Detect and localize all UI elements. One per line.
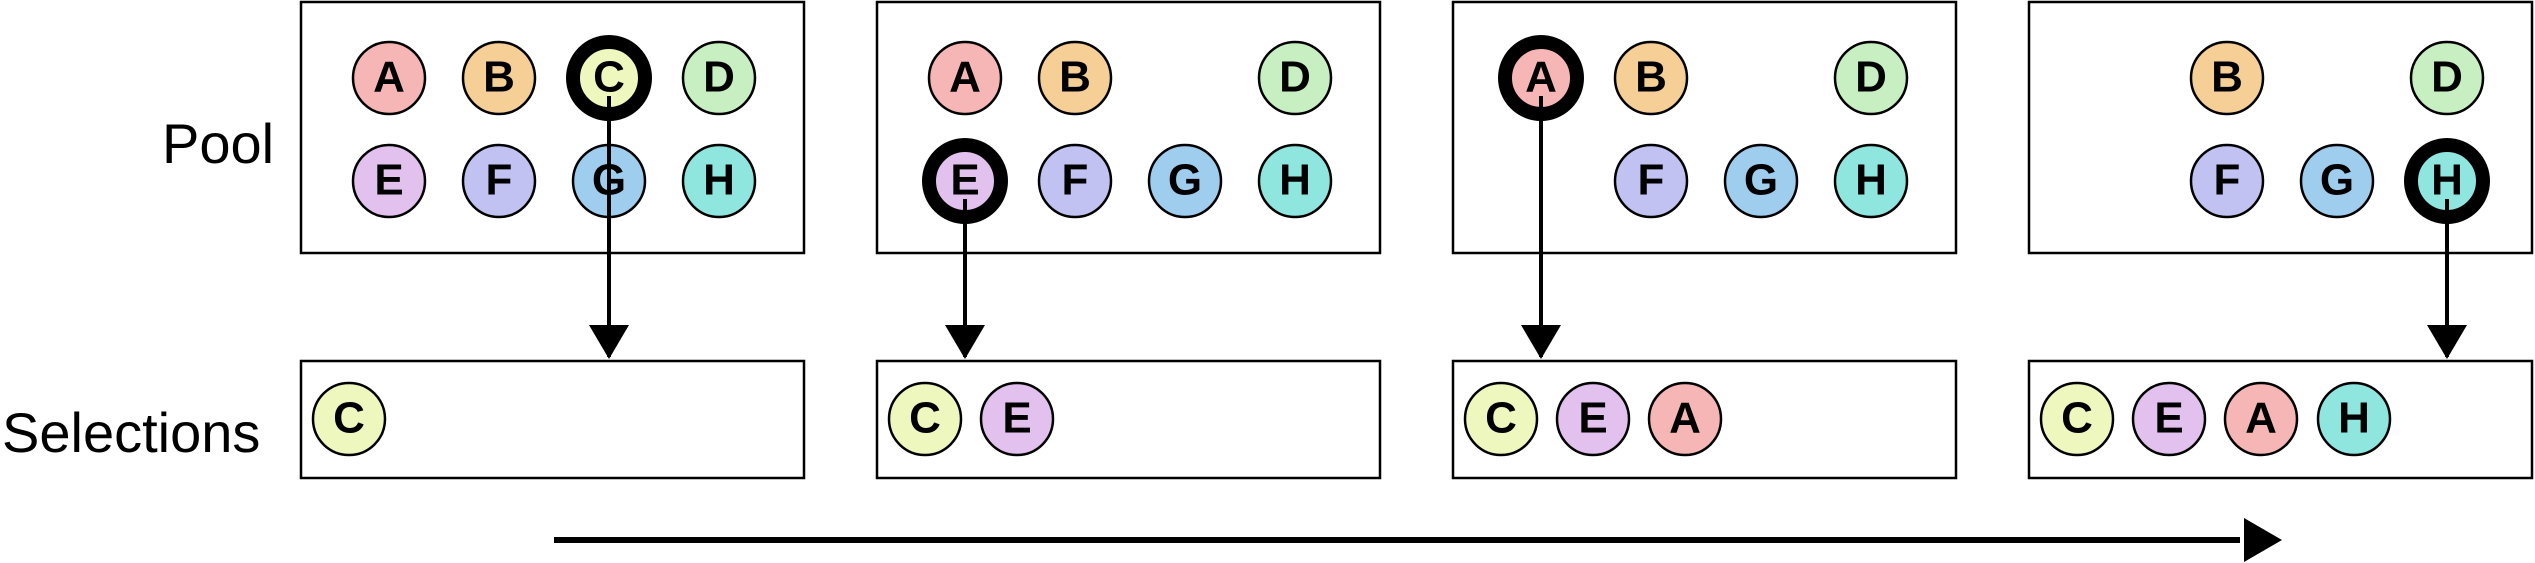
pool-ball: G bbox=[2299, 143, 2375, 219]
ball-letter: B bbox=[483, 53, 515, 102]
ball-letter: F bbox=[1062, 156, 1089, 205]
selections-row-label: Selections bbox=[2, 401, 260, 464]
pool-ball: D bbox=[1257, 40, 1333, 116]
ball-letter: E bbox=[2154, 394, 2183, 443]
ball-letter: C bbox=[1485, 394, 1517, 443]
pool-ball: H bbox=[1833, 143, 1909, 219]
selections-box bbox=[299, 359, 806, 480]
ball-letter: E bbox=[374, 156, 403, 205]
pool-box bbox=[299, 0, 806, 255]
ball-letter: F bbox=[486, 156, 513, 205]
pool-ball: D bbox=[2409, 40, 2485, 116]
selection-ball: E bbox=[979, 381, 1055, 457]
pool-ball-picked: A bbox=[1498, 35, 1584, 121]
ball-letter: G bbox=[1168, 156, 1202, 205]
ball-letter: A bbox=[2245, 394, 2277, 443]
ball-letter: A bbox=[949, 53, 981, 102]
ball-letter: E bbox=[1578, 394, 1607, 443]
pool-ball: G bbox=[1147, 143, 1223, 219]
pool-ball: F bbox=[1613, 143, 1689, 219]
ball-letter: E bbox=[1002, 394, 1031, 443]
ball-letter: D bbox=[2431, 53, 2463, 102]
pool-ball: F bbox=[1037, 143, 1113, 219]
pool-ball-picked: H bbox=[2404, 138, 2490, 224]
selections-box bbox=[1451, 359, 1958, 480]
ball-letter: C bbox=[2061, 394, 2093, 443]
selections-box bbox=[2027, 359, 2534, 480]
ball-letter: G bbox=[1744, 156, 1778, 205]
step-4: B D F G H C E A H bbox=[2027, 0, 2534, 480]
time-arrow bbox=[554, 518, 2282, 562]
selection-ball: E bbox=[2131, 381, 2207, 457]
pool-box bbox=[875, 0, 1382, 255]
selection-ball: C bbox=[2039, 381, 2115, 457]
pool-box bbox=[2027, 0, 2534, 255]
pool-ball: F bbox=[2189, 143, 2265, 219]
pool-ball: A bbox=[927, 40, 1003, 116]
ball-letter: H bbox=[1279, 156, 1311, 205]
pool-ball: D bbox=[1833, 40, 1909, 116]
selection-arrowhead bbox=[945, 325, 985, 359]
ball-letter: H bbox=[2431, 156, 2463, 205]
pool-ball: B bbox=[1613, 40, 1689, 116]
pool-row-label: Pool bbox=[162, 112, 274, 175]
ball-letter: C bbox=[909, 394, 941, 443]
selections-box bbox=[875, 359, 1382, 480]
selection-ball: E bbox=[1555, 381, 1631, 457]
pool-ball: H bbox=[1257, 143, 1333, 219]
pool-ball: F bbox=[461, 143, 537, 219]
ball-letter: D bbox=[1855, 53, 1887, 102]
pool-ball: B bbox=[461, 40, 537, 116]
pool-ball: B bbox=[1037, 40, 1113, 116]
selection-ball: H bbox=[2316, 381, 2392, 457]
ball-letter: F bbox=[2214, 156, 2241, 205]
pool-ball: G bbox=[1723, 143, 1799, 219]
pool-ball-picked: C bbox=[566, 35, 652, 121]
selection-ball: C bbox=[1463, 381, 1539, 457]
selection-arrowhead bbox=[2427, 325, 2467, 359]
ball-letter: A bbox=[1669, 394, 1701, 443]
pool-ball: B bbox=[2189, 40, 2265, 116]
ball-letter: H bbox=[2338, 394, 2370, 443]
ball-letter: B bbox=[1059, 53, 1091, 102]
ball-letter: H bbox=[703, 156, 735, 205]
selection-ball: C bbox=[887, 381, 963, 457]
ball-letter: B bbox=[1635, 53, 1667, 102]
pool-ball: H bbox=[681, 143, 757, 219]
ball-letter: C bbox=[333, 394, 365, 443]
ball-letter: G bbox=[2320, 156, 2354, 205]
ball-letter: C bbox=[593, 53, 625, 102]
ball-letter: A bbox=[1525, 53, 1557, 102]
selection-arrowhead bbox=[589, 325, 629, 359]
ball-letter: B bbox=[2211, 53, 2243, 102]
ball-letter: D bbox=[1279, 53, 1311, 102]
pool-ball: D bbox=[681, 40, 757, 116]
pool-ball: E bbox=[351, 143, 427, 219]
selection-arrowhead bbox=[1521, 325, 1561, 359]
selection-ball: C bbox=[311, 381, 387, 457]
ball-letter: A bbox=[373, 53, 405, 102]
ball-letter: F bbox=[1638, 156, 1665, 205]
step-3: A B D F G H C E A bbox=[1451, 0, 1958, 480]
ball-letter: H bbox=[1855, 156, 1887, 205]
ball-letter: D bbox=[703, 53, 735, 102]
selection-ball: A bbox=[2223, 381, 2299, 457]
pool-box bbox=[1451, 0, 1958, 255]
selection-ball: A bbox=[1647, 381, 1723, 457]
ball-letter: E bbox=[950, 156, 979, 205]
pool-ball: A bbox=[351, 40, 427, 116]
step-2: A B D E F G H C E bbox=[875, 0, 1382, 480]
